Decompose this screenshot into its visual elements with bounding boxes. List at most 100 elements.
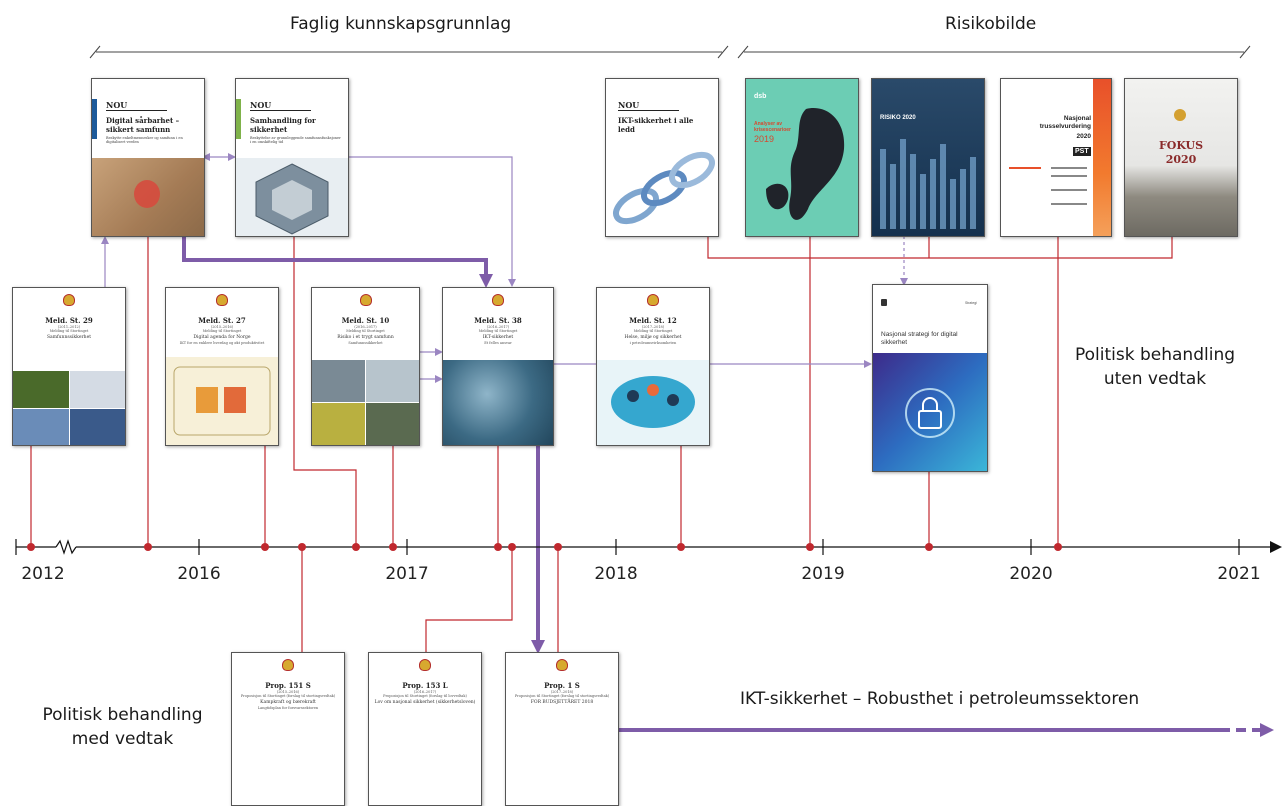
cover-title: Prop. 151 S <box>265 681 311 690</box>
cover-title: Prop. 1 S <box>544 681 580 690</box>
cover-years: (2016–2017) <box>486 325 510 329</box>
cover-kind: Melding til Stortinget <box>346 329 385 333</box>
city-graphic <box>880 139 976 229</box>
crest-icon <box>492 294 504 306</box>
cover-meld-st-38[interactable]: Meld. St. 38 (2016–2017) Melding til Sto… <box>442 287 554 446</box>
cube-graphic <box>255 163 329 235</box>
cover-kind: Proposisjon til Stortinget (forslag til … <box>240 694 336 698</box>
cover-title: Prop. 153 L <box>402 681 448 690</box>
nou-label: NOU <box>618 100 680 111</box>
cover-subtitle-2: Et felles ansvar <box>484 341 512 345</box>
cover-nasjonal-strategi[interactable]: Strategi Nasjonal strategi for digital s… <box>872 284 988 472</box>
cover-stripe <box>236 99 241 139</box>
cover-subtitle-2: Samfunnssikkerhet <box>348 341 383 345</box>
crest-icon <box>359 294 372 306</box>
photo <box>13 371 69 408</box>
photo <box>312 403 365 445</box>
cover-subtitle: Helse, miljø og sikkerhet <box>624 335 682 340</box>
map-graphic <box>766 108 845 220</box>
year-label: 2012 <box>21 564 65 584</box>
dsb-logo: dsb <box>754 93 767 100</box>
cover-illustration <box>597 360 709 445</box>
crest-icon <box>63 294 75 306</box>
cover-subtitle-2: i petroleumsvirksomheten <box>629 341 677 345</box>
photo <box>366 360 419 402</box>
cover-meld-st-10[interactable]: Meld. St. 10 (2016–2017) Melding til Sto… <box>311 287 420 446</box>
photo <box>69 371 125 408</box>
label-line: med vedtak <box>71 729 174 749</box>
cover-title: IKT-sikkerhet i alle ledd <box>618 116 694 134</box>
cover-dsb-krisescenarioer[interactable]: dsb Analyser av krisescenarioer 2019 <box>745 78 859 237</box>
cover-title: Meld. St. 27 <box>198 316 246 325</box>
crest-icon <box>556 659 568 671</box>
cover-meld-st-27[interactable]: Meld. St. 27 (2015–2016) Melding til Sto… <box>165 287 279 446</box>
cover-org: Strategi <box>964 301 977 305</box>
cover-pst-trusselvurdering[interactable]: Nasjonal trusselvurdering 2020 PST <box>1000 78 1112 237</box>
cover-meld-st-29[interactable]: Meld. St. 29 (2011–2012) Melding til Sto… <box>12 287 126 446</box>
nou-header: NOU Digital sårbarhet – sikkert samfunn … <box>106 93 198 144</box>
year-label: 2018 <box>594 564 638 584</box>
text-line <box>1051 175 1087 177</box>
year-label: 2020 <box>1009 564 1053 584</box>
cover-prop-1-s[interactable]: Prop. 1 S (2017–2018) Proposisjon til St… <box>505 652 619 806</box>
cover-year: 2020 <box>1076 133 1091 140</box>
cover-kind: Proposisjon til Stortinget (forslag til … <box>383 694 467 698</box>
cover-meld-st-12[interactable]: Meld. St. 12 (2017–2018) Melding til Sto… <box>596 287 710 446</box>
people-graphic <box>173 366 271 436</box>
cover-stripe <box>92 99 97 139</box>
orange-stripe <box>1093 79 1111 236</box>
cover-fokus-2020[interactable]: FOKUS 2020 <box>1124 78 1238 237</box>
nou-label: NOU <box>106 100 168 111</box>
cover-years: (2017–2018) <box>641 325 665 329</box>
year-label: 2016 <box>177 564 221 584</box>
cover-year: 2020 <box>1165 153 1197 166</box>
label-line: Politisk behandling <box>1075 345 1236 365</box>
cover-title: Meld. St. 29 <box>45 316 93 325</box>
photo <box>69 408 125 445</box>
timeline-axis <box>15 539 1282 555</box>
text-line <box>1051 189 1087 191</box>
cover-year: 2019 <box>754 134 775 144</box>
crest-icon <box>881 299 887 306</box>
cover-nou-ikt-sikkerhet[interactable]: NOU IKT-sikkerhet i alle ledd Organiseri… <box>605 78 719 237</box>
cover-nou-samhandling[interactable]: NOU Samhandling for sikkerhet Beskyttels… <box>235 78 349 237</box>
label-line: uten vedtak <box>1103 369 1207 389</box>
cover-image-lock <box>873 353 987 471</box>
label-line: Politisk behandling <box>42 705 203 725</box>
cover-image-network <box>443 360 553 445</box>
cover-title: Analyser av krisescenarioer <box>754 121 791 133</box>
person-figure <box>134 180 160 208</box>
cover-subtitle: Risiko i et trygt samfunn <box>337 335 394 340</box>
cover-subtitle: Beskytte enkeltmennesker og samfunn i en… <box>106 136 183 144</box>
cover-subtitle: Samfunnssikkerhet <box>46 335 92 340</box>
cover-photos <box>312 360 419 445</box>
cover-kind: Melding til Stortinget <box>478 329 518 333</box>
chain-graphic <box>613 151 715 225</box>
cover-title: Nasjonal trusselvurdering <box>1039 115 1091 130</box>
cover-title: FOKUS <box>1158 139 1204 152</box>
red-connectors <box>30 235 1173 653</box>
cover-image-sand <box>92 158 204 236</box>
crest-icon <box>216 294 228 306</box>
pst-logo: PST <box>1073 147 1091 156</box>
cover-prop-151-s[interactable]: Prop. 151 S (2015–2016) Proposisjon til … <box>231 652 345 806</box>
cover-nou-digital-sarbarhet[interactable]: NOU Digital sårbarhet – sikkert samfunn … <box>91 78 205 237</box>
cover-image-chain <box>606 136 718 236</box>
cover-illustration <box>166 357 278 445</box>
cover-title: Samhandling for sikkerhet <box>250 116 316 134</box>
cover-title: Nasjonal strategi for digital sikkerhet <box>881 331 958 346</box>
photo <box>13 408 69 445</box>
cover-risiko-2020[interactable]: RISIKO 2020 <box>871 78 985 237</box>
cover-subtitle: Digital agenda for Norge <box>193 335 251 340</box>
crest-icon <box>282 659 294 671</box>
cover-subtitle: Beskyttelse av grunnleggende samfunnsfun… <box>250 136 341 144</box>
cover-prop-153-l[interactable]: Prop. 153 L (2016–2017) Proposisjon til … <box>368 652 482 806</box>
cover-subtitle: FOR BUDSJETTÅRET 2018 <box>530 700 594 705</box>
people-graphic <box>611 376 695 428</box>
cover-years: (2016–2017) <box>354 325 377 329</box>
nou-header: NOU Samhandling for sikkerhet Beskyttels… <box>250 93 342 144</box>
cover-kind: Melding til Stortinget <box>49 329 89 333</box>
bracket-risiko <box>737 45 1251 59</box>
